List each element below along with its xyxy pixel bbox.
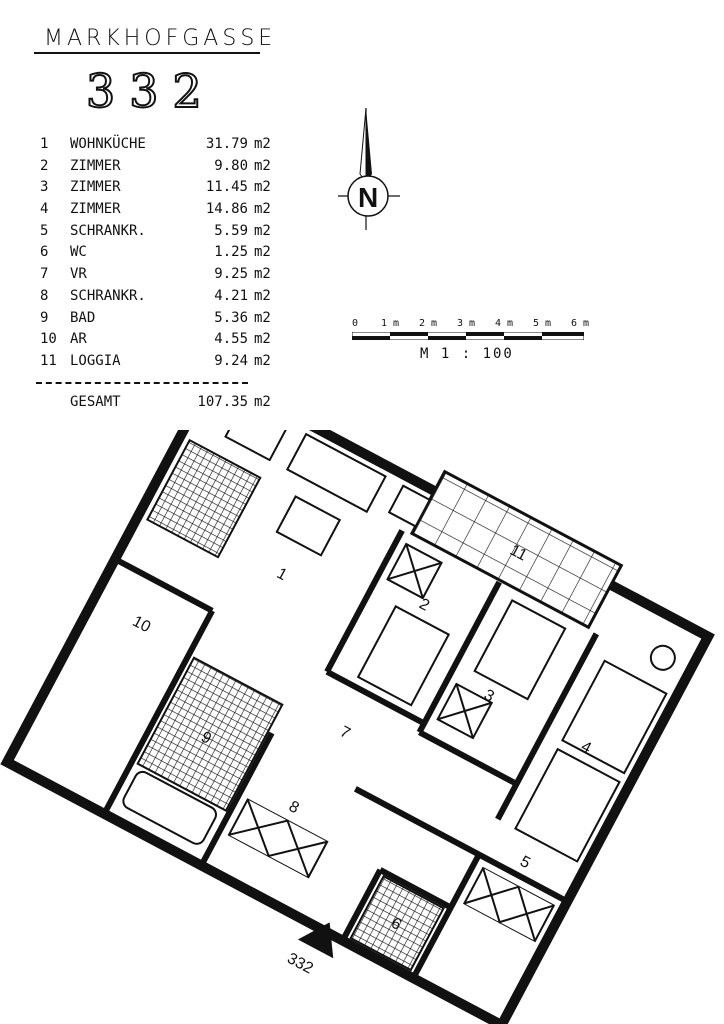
street-underline xyxy=(34,52,260,54)
scale-bar xyxy=(352,332,584,340)
room-label: 11 xyxy=(507,542,530,565)
total-label: GESAMT xyxy=(70,394,121,410)
total-row: GESAMT 107.35 m2 xyxy=(40,394,271,414)
scale-tick-label: 0 xyxy=(352,318,359,329)
bathtub xyxy=(122,770,217,845)
scale-tick-label: 4 m xyxy=(495,318,514,329)
room-label: 1 xyxy=(274,565,290,584)
interior-walls xyxy=(101,529,599,980)
kitchen-tiles xyxy=(146,438,262,559)
house-number: 332 xyxy=(85,63,216,119)
room-label: 2 xyxy=(416,595,432,614)
entrance-label: 332 xyxy=(284,950,316,978)
scale-ratio: M 1 : 100 xyxy=(420,346,514,362)
wc-tiles xyxy=(349,874,445,972)
wardrobes xyxy=(227,542,556,943)
total-unit: m2 xyxy=(254,394,271,410)
scale-tick-label: 5 m xyxy=(533,318,552,329)
bathroom-tiles xyxy=(136,656,284,812)
scale-tick-label: 6 m xyxy=(571,318,590,329)
living-furniture xyxy=(224,430,676,671)
room-label: 5 xyxy=(517,853,533,872)
total-divider xyxy=(36,382,248,384)
room-label: 7 xyxy=(337,723,353,742)
north-arrow-icon: N xyxy=(338,107,400,230)
total-area: 107.35 xyxy=(197,394,248,410)
floor-plan: 1 2 3 4 5 6 7 8 9 10 11 332 xyxy=(0,430,715,1024)
scale-tick-label: 1 m xyxy=(381,318,400,329)
street-name: MARKHOFGASSE xyxy=(44,26,277,51)
north-label: N xyxy=(358,182,378,213)
room-label: 8 xyxy=(286,798,302,817)
scale-tick-label: 2 m xyxy=(419,318,438,329)
scale-tick-label: 3 m xyxy=(457,318,476,329)
beds xyxy=(356,599,668,863)
room-label: 10 xyxy=(129,613,153,636)
entrance-arrow-icon xyxy=(297,922,334,959)
